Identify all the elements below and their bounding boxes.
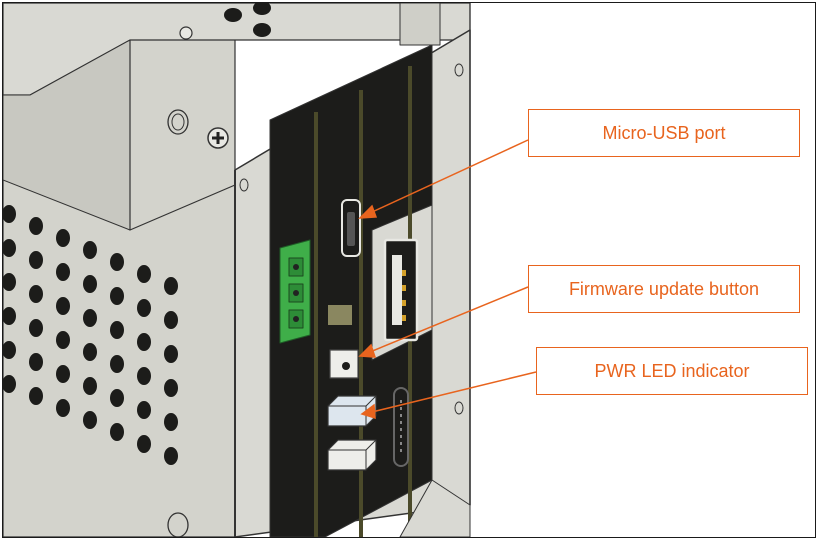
rear-panel [269, 44, 433, 537]
callout-pwr-led-indicator: PWR LED indicator [536, 347, 808, 395]
leader-pwr-led [371, 371, 537, 413]
led-indicator-2 [327, 439, 377, 471]
top-hole [253, 23, 271, 37]
panel-label [328, 305, 352, 325]
firmware-update-button [329, 349, 359, 379]
leader-micro-usb [369, 139, 529, 214]
screw-icon [207, 127, 229, 149]
callout-micro-usb: Micro-USB port [528, 109, 800, 157]
top-hole [253, 3, 271, 15]
terminal-block [279, 239, 311, 344]
usb-c-port [393, 387, 409, 467]
leader-firmware [369, 286, 529, 353]
pwr-led-indicator [327, 395, 377, 427]
top-hole [224, 8, 242, 22]
micro-usb-port [341, 199, 361, 257]
figure-frame [2, 2, 816, 538]
callout-firmware-update-button: Firmware update button [528, 265, 800, 313]
vent-holes [3, 205, 178, 465]
usb-a-port [383, 238, 419, 342]
